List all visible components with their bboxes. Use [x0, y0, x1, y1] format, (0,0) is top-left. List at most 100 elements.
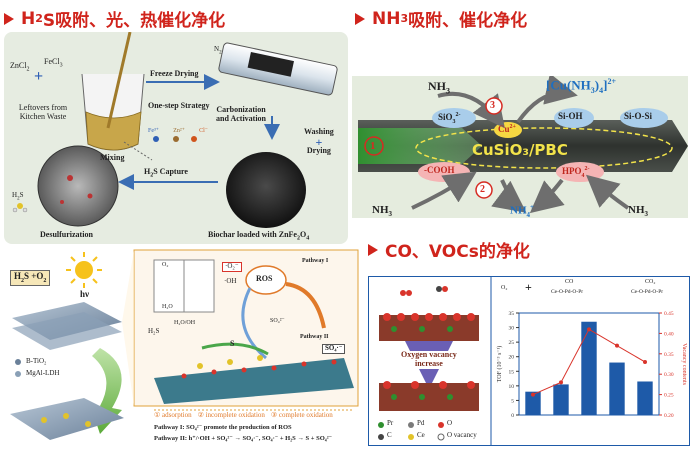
tube-furnace-icon	[218, 42, 338, 96]
legend-btio2: B-TiO₂	[26, 357, 47, 365]
n2-label: N2	[214, 45, 222, 56]
dashed-ellipse	[415, 127, 673, 169]
step-circle-2	[475, 181, 493, 199]
ion-labels: Fe³⁺Zn²⁺Cl⁻	[148, 128, 208, 134]
legend-mgal-ldh: MgAl-LDH	[26, 369, 60, 377]
cu-label: Cu2+	[498, 124, 516, 134]
inset-s: S	[230, 339, 235, 348]
nh3-top-left-label: NH3	[428, 79, 450, 96]
sioh-label: Si-OH	[558, 111, 583, 121]
inset-h2o: H₂O	[162, 304, 173, 310]
vacancy-point	[587, 327, 591, 332]
sun-icon	[66, 252, 102, 288]
heading-h2s-part: H	[21, 8, 36, 29]
crystal-lattice-top	[379, 313, 479, 341]
y2-tick-label: 0.45	[664, 311, 674, 317]
legend-o: O	[447, 419, 453, 427]
biochar-synthesis-svg	[12, 32, 338, 228]
pathway2-text: Pathway II: h⁺/·OH + SO₄²⁻ → SO₄·⁻, SO₄·…	[154, 435, 333, 442]
top-plus: +	[525, 280, 532, 294]
crystal-lattice-bottom	[379, 381, 479, 411]
sem-image	[37, 145, 119, 227]
inset-so4-radical: SO₄·⁻	[322, 344, 346, 354]
beaker-icon	[81, 32, 145, 151]
inset-h2s: H₂S	[148, 327, 160, 335]
bar	[581, 321, 597, 415]
bar	[525, 391, 541, 415]
heading-arrow-icon	[368, 243, 378, 256]
bar	[609, 362, 625, 415]
vacancy-point	[559, 380, 563, 385]
legend-pr: Pr	[387, 419, 394, 427]
top-complex-2: Ce-O-Pd-O-Pr	[631, 289, 664, 295]
tof-chart: 051015202530350.200.250.300.350.400.45TO…	[496, 311, 687, 419]
step-1-number: 1	[370, 140, 376, 152]
step-3-number: 3	[490, 100, 495, 111]
inset-so4: SO₄²⁻	[270, 318, 285, 324]
biochar-image	[226, 152, 306, 228]
freeze-drying-label: Freeze Drying	[150, 69, 199, 78]
inset-ros: ROS	[256, 274, 273, 283]
inset-o2-radical: ·O₂⁻	[222, 262, 242, 272]
nh3-svg	[358, 76, 688, 214]
nh4-label: NH4+	[510, 203, 534, 218]
step-circle-1	[364, 136, 384, 156]
top-o2: O₂	[501, 285, 508, 291]
cooh-label: -COOH	[424, 165, 455, 175]
nh3-bottom-right-label: NH3	[628, 204, 648, 218]
vacancy-point	[643, 359, 647, 364]
cl-ion-icon	[191, 136, 197, 142]
inset-pathway1: Pathway I	[302, 258, 329, 264]
fecl3-label: FeCl3	[44, 57, 63, 69]
top-co: CO	[565, 279, 574, 285]
hv-label: hν	[80, 289, 90, 299]
crystal-surface	[154, 358, 354, 404]
y2-tick-label: 0.25	[664, 393, 674, 399]
heading-co: CO、VOCs的净化	[368, 237, 530, 262]
y-tick-label: 5	[511, 398, 514, 404]
legend-c: C	[387, 431, 392, 439]
sio3-blob	[432, 108, 476, 128]
y-tick-label: 10	[509, 384, 515, 390]
vacancy-point	[531, 392, 535, 397]
y-tick-label: 20	[509, 355, 515, 361]
zncl2-label: ZnCl2	[10, 61, 30, 73]
complex-label: [Cu(NH3)4]2+	[546, 77, 617, 95]
heading-nh3-sub: 3	[400, 12, 409, 25]
inset-pathway2: Pathway II	[300, 334, 329, 340]
nh3-panel: 1 2 3 NH3 [Cu(NH3)4]2+ SiO32- Si-OH Si-O…	[352, 76, 688, 218]
zn-ion-icon	[173, 136, 179, 142]
h2s-capture-label: H2S Capture	[144, 167, 188, 179]
y2-tick-label: 0.20	[664, 413, 674, 419]
photocatalysis-svg	[10, 249, 359, 440]
legend-pd: Pd	[417, 419, 425, 427]
heading-h2s-rest: S吸附、光、热催化净化	[42, 11, 226, 31]
biochar-label: Biochar loaded with ZnFe2O4	[208, 230, 310, 242]
washing-label: Washing+Drying	[304, 127, 334, 155]
pathway1-text: Pathway I: SO₄²⁻ promote the production …	[154, 424, 292, 431]
inset-oh: ·OH	[224, 277, 237, 285]
y2-tick-label: 0.40	[664, 331, 674, 337]
desulfurization-label: Desulfurization	[40, 230, 93, 239]
bar	[553, 384, 569, 415]
flow-arrow-icon	[358, 128, 482, 164]
photocatalysis-panel: H2S +O2 hν B-TiO₂ MgAl-LDH O₂ ·O₂⁻ ·OH H…	[4, 248, 360, 446]
y2-tick-label: 0.30	[664, 372, 674, 378]
siosi-blob	[620, 108, 668, 128]
catalyst-title: CuSiO₃/PBC	[472, 141, 568, 159]
legend-ovacancy: O vacancy	[447, 431, 477, 439]
one-step-label: One-step Strategy	[148, 101, 210, 110]
sio3-label: SiO32-	[438, 112, 461, 125]
vacancy-point	[615, 343, 619, 348]
heading-h2s-sub: 2	[35, 12, 43, 25]
legend-ce: Ce	[417, 431, 425, 439]
h2s-molecule-label: H2S	[12, 191, 24, 202]
heading-arrow-icon	[4, 12, 14, 25]
